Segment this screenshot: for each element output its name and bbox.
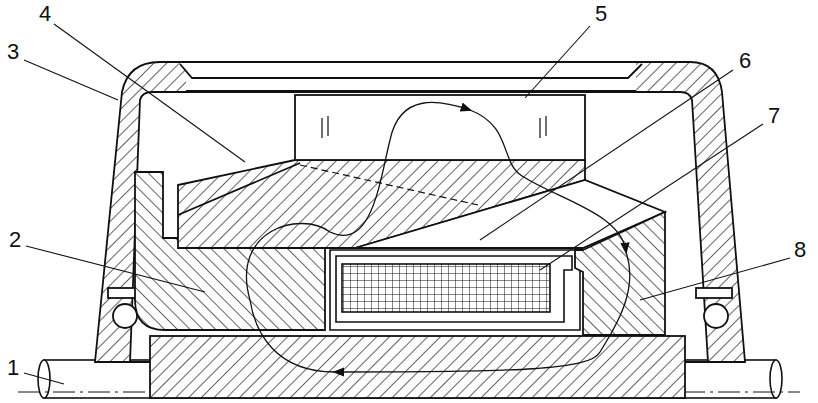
flux-path-part [250, 300, 335, 372]
housing [95, 62, 745, 362]
leader-lines-part [54, 24, 245, 162]
coil-bracket [330, 250, 580, 330]
leader-lines-part [24, 60, 118, 100]
leader-lines-part [26, 246, 205, 292]
flux-path-part [246, 102, 470, 300]
flux-path-part [335, 252, 630, 372]
callout-number: 4 [39, 3, 51, 25]
callout-number: 2 [9, 229, 21, 251]
callout-number: 6 [739, 50, 751, 72]
leader-lines-part [540, 124, 763, 270]
housing-part [186, 63, 636, 91]
callout-number: 3 [7, 41, 19, 63]
armature [178, 160, 665, 248]
coil-bracket-part [330, 250, 580, 330]
leader-lines-part [24, 373, 64, 384]
magnet-part [322, 116, 546, 138]
housing-part [95, 62, 745, 362]
housing-part [113, 304, 137, 328]
coil-bracket-part [336, 256, 572, 322]
magnet-part [295, 95, 585, 160]
callout-number: 7 [768, 105, 780, 127]
magnet [295, 95, 585, 160]
leader-lines [24, 24, 790, 384]
armature-part [300, 165, 478, 205]
callout-number: 8 [794, 239, 806, 261]
armature-part [178, 163, 300, 215]
coil [342, 264, 550, 312]
flux-path [246, 102, 629, 372]
leader-lines-part [640, 258, 790, 300]
housing-part [186, 90, 636, 92]
housing-part [696, 288, 732, 298]
leader-lines-part [525, 26, 590, 98]
housing-part [180, 64, 642, 78]
callout-number: 5 [595, 3, 607, 25]
housing-part [704, 304, 728, 328]
leader-lines-part [480, 70, 733, 240]
callout-number: 1 [7, 357, 19, 379]
